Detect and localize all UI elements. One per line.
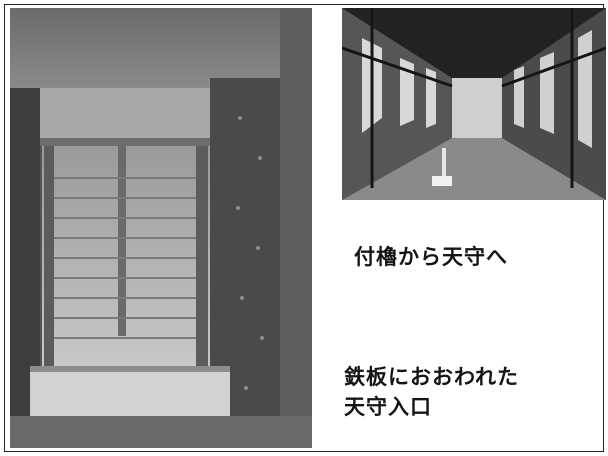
caption-tsukeyagura-to-tenshu: 付櫓から天守へ [354, 245, 508, 269]
caption-tenshu-entrance: 鉄板におおわれた 天守入口 [344, 362, 519, 422]
caption-line-2: 天守入口 [344, 395, 432, 419]
caption-line-1: 鉄板におおわれた [344, 365, 519, 389]
stairway-photo [10, 8, 312, 448]
corridor-photo [342, 8, 606, 200]
